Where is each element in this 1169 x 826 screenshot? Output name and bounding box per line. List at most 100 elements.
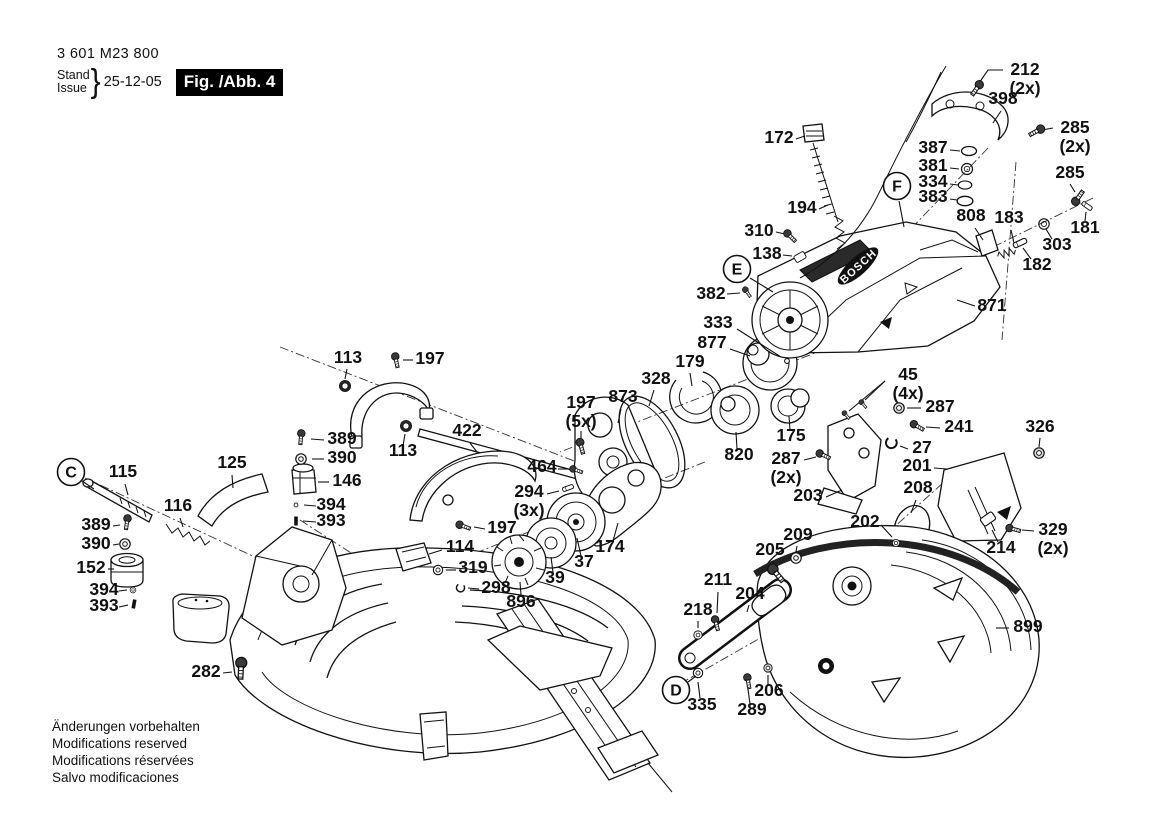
leader-line bbox=[818, 204, 829, 210]
leader-line bbox=[617, 408, 622, 424]
ref-letter-E: E bbox=[732, 262, 743, 279]
leader-line bbox=[782, 254, 793, 257]
callout-label-206: 206 bbox=[754, 680, 783, 700]
leader-line bbox=[310, 438, 325, 441]
leader-line bbox=[949, 167, 960, 170]
callout-label-389: 389 bbox=[327, 428, 356, 448]
stand-issue-label: Stand Issue bbox=[57, 68, 90, 95]
leader-line bbox=[576, 537, 582, 557]
nut-part-glyph bbox=[1033, 447, 1045, 459]
leader-line bbox=[949, 198, 958, 201]
leader-line bbox=[303, 504, 317, 507]
leader-line bbox=[550, 556, 554, 573]
leader-line bbox=[974, 227, 984, 241]
washer-part-glyph bbox=[129, 586, 137, 594]
leader-line bbox=[788, 415, 791, 431]
callout-label-329: 329(2x) bbox=[1037, 519, 1068, 558]
leader-line bbox=[880, 524, 893, 538]
callout-label-183: 183 bbox=[994, 207, 1023, 227]
callout-label-394: 394 bbox=[89, 579, 118, 599]
leader-line bbox=[81, 480, 95, 490]
screw-part-glyph bbox=[454, 519, 472, 533]
screw-part-glyph bbox=[857, 398, 869, 410]
brace-glyph: } bbox=[90, 63, 101, 100]
pinf-part-glyph bbox=[294, 516, 298, 526]
washer-part-glyph bbox=[119, 538, 131, 550]
callout-label-294: 294(3x) bbox=[513, 481, 544, 520]
leader-line bbox=[978, 69, 1003, 84]
screw-part-glyph bbox=[1004, 522, 1022, 536]
callout-label-208: 208 bbox=[903, 477, 932, 497]
bwasher-part-glyph bbox=[339, 380, 351, 392]
leader-line bbox=[428, 549, 443, 555]
callout-label-381: 381 bbox=[918, 155, 947, 175]
callout-label-393: 393 bbox=[316, 510, 345, 530]
spring-part-glyph bbox=[995, 246, 1018, 261]
washer-part-glyph bbox=[295, 453, 307, 465]
oval-part-glyph bbox=[957, 180, 973, 190]
callout-label-45: 45(4x) bbox=[892, 364, 923, 403]
callout-label-383: 383 bbox=[918, 186, 947, 206]
leader-line bbox=[795, 545, 798, 553]
callout-label-285: 285(2x) bbox=[1059, 117, 1090, 156]
screw-part-glyph bbox=[1027, 122, 1047, 140]
note-de: Änderungen vorbehalten bbox=[52, 719, 200, 734]
leader-line bbox=[112, 524, 121, 527]
nut-part-glyph bbox=[763, 663, 773, 673]
leader-line bbox=[302, 520, 317, 523]
washer-part-glyph bbox=[693, 630, 703, 640]
callout-label-214: 214 bbox=[986, 537, 1015, 557]
note-en: Modifications reserved bbox=[52, 736, 188, 751]
guard-mount-parts-drawing bbox=[817, 413, 1022, 550]
leader-line bbox=[925, 426, 941, 429]
upper-link-parts-drawing bbox=[799, 65, 1009, 279]
drawing-header: 3 601 M23 800 Stand Issue } 25-12-05 Fig… bbox=[57, 46, 284, 100]
leader-line bbox=[933, 467, 948, 470]
leader-line bbox=[467, 587, 480, 590]
callout-label-287: 287(2x) bbox=[770, 448, 801, 487]
callout-label-179: 179 bbox=[675, 351, 704, 371]
callout-label-873: 873 bbox=[608, 386, 637, 406]
callout-label-390: 390 bbox=[81, 533, 110, 553]
callout-label-393: 393 bbox=[89, 595, 118, 615]
callout-label-174: 174 bbox=[595, 536, 624, 556]
leader-line bbox=[729, 348, 751, 357]
pivot-arm-parts-drawing bbox=[349, 382, 612, 572]
leader-line bbox=[848, 380, 886, 412]
leader-line bbox=[910, 499, 917, 514]
leader-line bbox=[898, 200, 905, 228]
leader-line bbox=[697, 681, 701, 699]
callout-label-114: 114 bbox=[446, 536, 474, 556]
leader-line bbox=[899, 445, 909, 450]
washer-part-glyph bbox=[432, 564, 444, 576]
leader-line bbox=[992, 110, 1002, 124]
callout-label-871: 871 bbox=[977, 295, 1006, 315]
leader-line bbox=[949, 149, 961, 152]
callout-label-289: 289 bbox=[737, 699, 766, 719]
part-number: 3 601 M23 800 bbox=[57, 46, 159, 62]
callout-label-146: 146 bbox=[332, 470, 361, 490]
leader-line bbox=[1010, 229, 1015, 244]
callout-label-282: 282 bbox=[191, 661, 220, 681]
modification-notes: Änderungen vorbehalten Modifications res… bbox=[52, 718, 200, 786]
leader-line bbox=[747, 688, 751, 705]
dot-part-glyph bbox=[293, 502, 299, 508]
callout-label-204: 204 bbox=[735, 583, 764, 603]
pin-part-glyph bbox=[1080, 200, 1094, 212]
ref-letter-F: F bbox=[892, 179, 902, 196]
note-es: Salvo modificaciones bbox=[52, 770, 179, 785]
pinf-part-glyph bbox=[131, 599, 137, 609]
callout-label-37: 37 bbox=[574, 551, 593, 571]
leader-line bbox=[991, 529, 999, 543]
leader-line bbox=[1084, 211, 1087, 222]
ref-letter-D: D bbox=[670, 683, 682, 700]
screw-part-glyph bbox=[740, 285, 754, 299]
ref-letter-C: C bbox=[65, 465, 77, 482]
leader-line bbox=[1038, 437, 1041, 448]
screw-part-glyph bbox=[742, 672, 754, 690]
leader-line bbox=[231, 474, 234, 489]
ref-circle-E bbox=[722, 254, 752, 284]
callout-label-138: 138 bbox=[752, 243, 781, 263]
